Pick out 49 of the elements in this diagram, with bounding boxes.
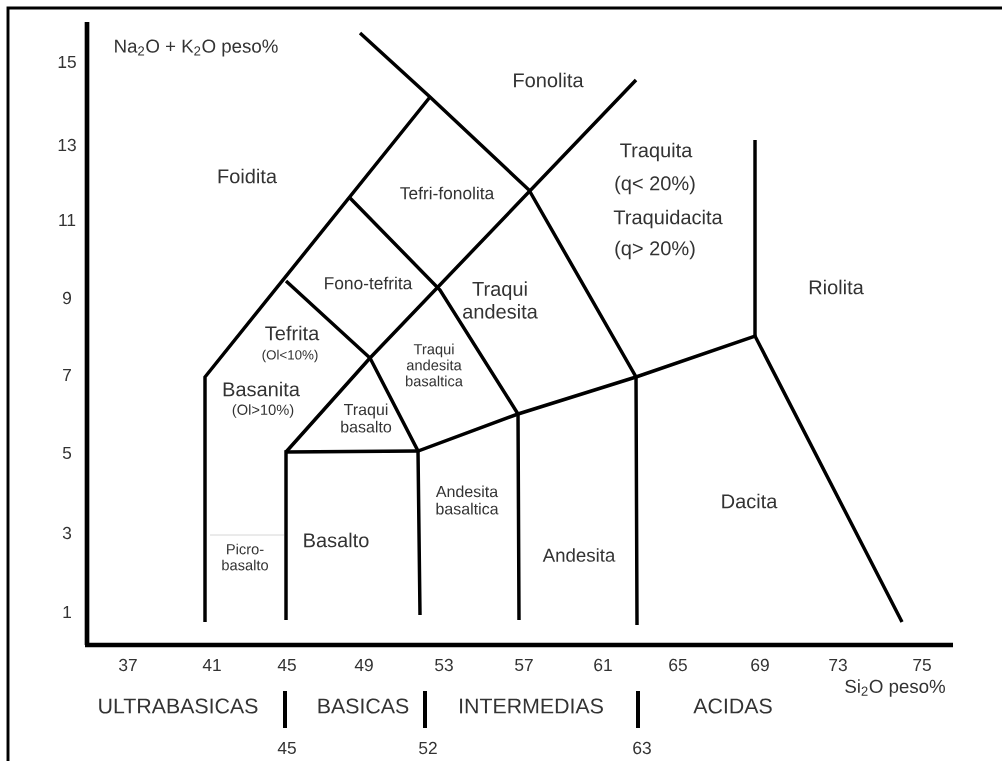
- region-label: Fonolita: [514, 72, 584, 88]
- tick-label: 57: [515, 658, 533, 672]
- region-label: (q> 20%): [615, 240, 695, 260]
- tick-label: 61: [594, 658, 612, 672]
- region-label: Traquita: [620, 142, 693, 162]
- group-label: INTERMEDIAS: [460, 698, 603, 714]
- region-label: (Ol>10%): [232, 404, 294, 418]
- region-label: Tefrita: [265, 325, 320, 341]
- group-label: ULTRABASICAS: [99, 698, 258, 714]
- tick-label: 65: [669, 658, 687, 672]
- tick-label: 41: [202, 659, 221, 671]
- boundary-value: 52: [419, 741, 437, 755]
- group-label: BASICAS: [318, 698, 409, 714]
- tick-label: 69: [751, 658, 769, 672]
- region-label: Dacita: [722, 493, 778, 509]
- region-label: (Ol<10%): [262, 349, 318, 363]
- region-label: Riolita: [809, 279, 864, 295]
- region-label: Traqui andesita: [463, 281, 538, 319]
- boundary-value: 45: [277, 741, 296, 755]
- region-label: Picro-basalto: [222, 543, 268, 571]
- tick-label: 53: [435, 658, 453, 672]
- region-label: Foidita: [218, 168, 277, 184]
- region-label: Tefri-fonolita: [400, 186, 495, 200]
- region-label: Basalto: [304, 532, 369, 548]
- tick-label: 1: [63, 606, 71, 618]
- tick-label: 11: [59, 214, 76, 226]
- region-label: Traquidacita: [613, 209, 723, 229]
- axis-title: Si$_{2}$O peso%: [845, 679, 945, 697]
- region-label: Andesita: [542, 548, 616, 562]
- tick-label: 45: [277, 658, 296, 672]
- region-label: Fono-tefrita: [325, 276, 413, 290]
- region-label: (q< 20%): [615, 175, 695, 195]
- group-label: ACIDAS: [693, 698, 772, 714]
- tick-label: 9: [63, 291, 71, 305]
- tick-label: 7: [63, 369, 71, 381]
- tick-label: 37: [119, 658, 137, 672]
- region-label: Andesita basaltica: [435, 485, 499, 515]
- tick-label: 3: [62, 526, 72, 540]
- region-label: Traqui basalto: [341, 403, 392, 433]
- tick-label: 49: [354, 658, 373, 672]
- boundary-value: 63: [633, 741, 651, 755]
- axis-title: Na$_{2}$O + K$_{2}$O peso%: [115, 39, 278, 57]
- tick-label: 15: [58, 55, 76, 69]
- tick-label: 13: [58, 138, 76, 152]
- tick-label: 5: [62, 446, 72, 460]
- region-label: Traqui andesita basaltica: [406, 343, 463, 387]
- tick-label: 75: [913, 658, 931, 672]
- region-label: Basanita: [223, 381, 300, 397]
- tick-label: 73: [829, 658, 847, 672]
